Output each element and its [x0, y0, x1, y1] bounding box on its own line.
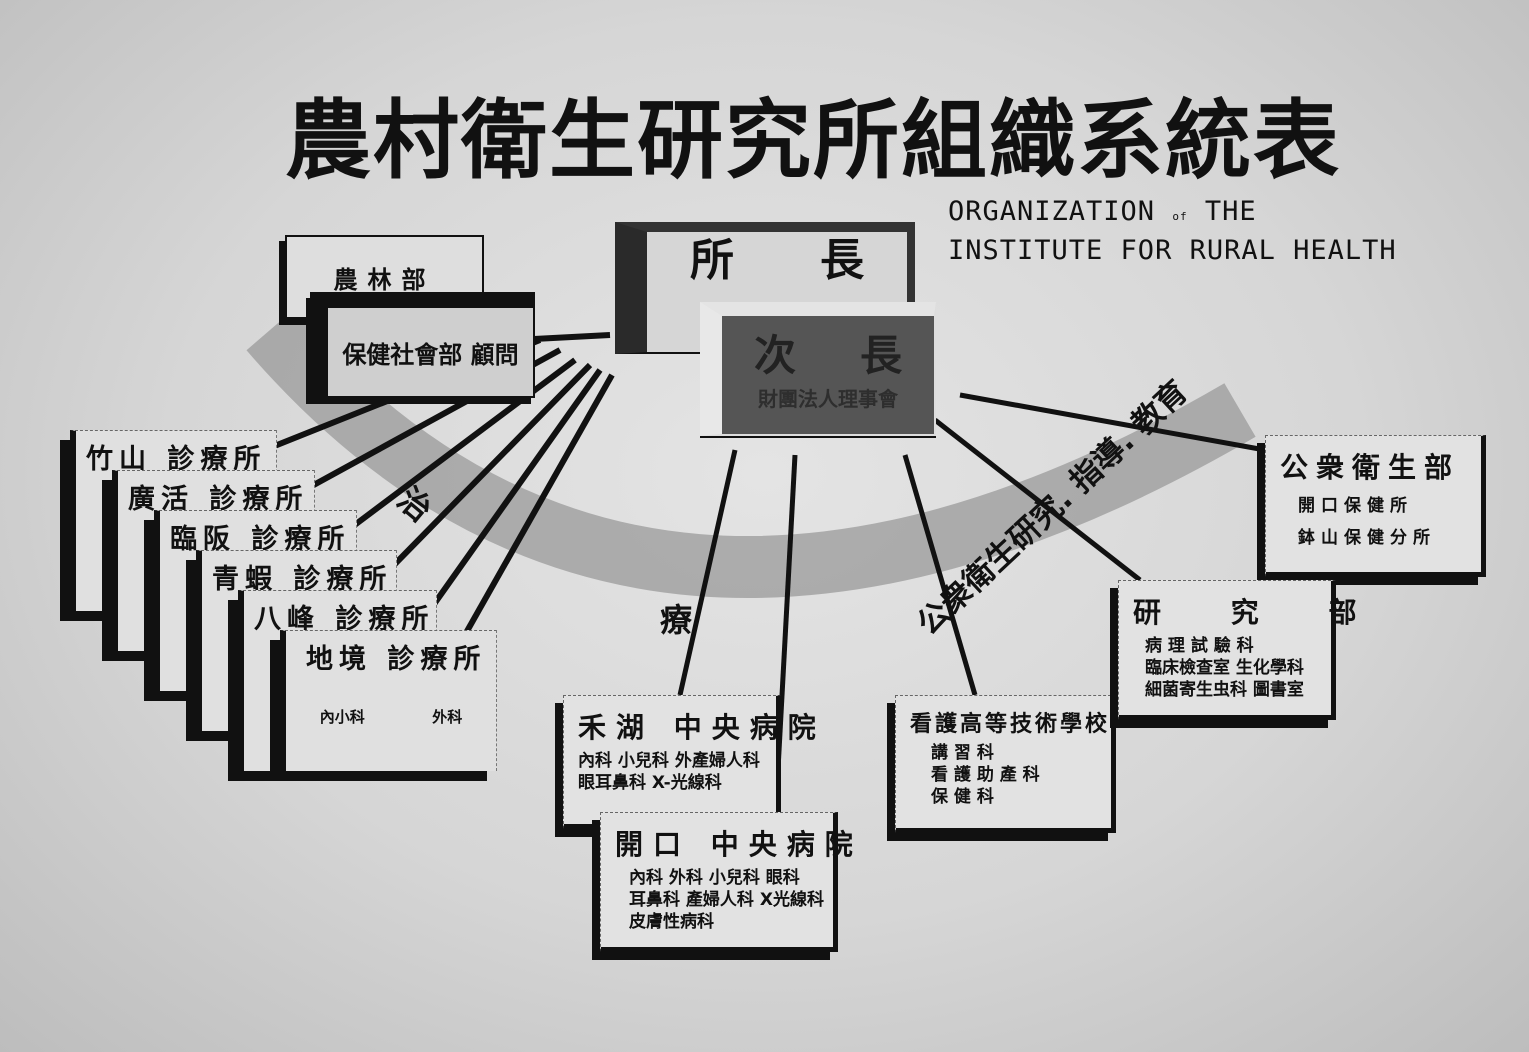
- box-label: 保健社會部 顧問: [342, 340, 519, 369]
- school-dept: 講 習 科: [931, 743, 994, 763]
- vice-director-label-right: 長: [859, 331, 902, 380]
- dept-name: 研 究 部: [1133, 596, 1387, 629]
- clinic-name: 臨阪 診療所: [170, 524, 351, 555]
- subtitle-word: THE: [1204, 196, 1257, 227]
- clinic-name: 竹山 診療所: [86, 444, 267, 475]
- hospital-box: 禾湖 中央病院 內科 小兒科 外產婦人科 眼耳鼻科 X-光線科: [563, 695, 826, 829]
- dept-item: 病 理 試 驗 科: [1145, 636, 1254, 656]
- subtitle-line2: INSTITUTE FOR RURAL HEALTH: [948, 235, 1397, 266]
- hospital-dept: 皮膚性病科: [629, 912, 714, 932]
- school-dept: 看 護 助 產 科: [931, 765, 1040, 785]
- dept-item: 鉢山保健分所: [1298, 528, 1436, 548]
- dept-item: 細菌寄生虫科 圖書室: [1145, 680, 1304, 700]
- arc-band: [246, 309, 1256, 598]
- hospital-dept: 耳鼻科 產婦人科 X光線科: [629, 890, 824, 910]
- hospital-dept: 內科 小兒科 外產婦人科: [578, 751, 760, 771]
- school-dept: 保 健 科: [931, 787, 994, 807]
- subtitle-word: ORGANIZATION: [948, 196, 1156, 227]
- clinic-box: 地境 診療所 內小科 外科: [280, 630, 497, 771]
- hospital-box: 開口 中央病院 內科 外科 小兒科 眼科 耳鼻科 產婦人科 X光線科 皮膚性病科: [600, 812, 863, 952]
- hospital-dept: 眼耳鼻科 X-光線科: [578, 773, 722, 793]
- hospital-dept: 內科 外科 小兒科 眼科: [629, 868, 800, 888]
- hospital-name: 禾湖 中央病院: [578, 711, 826, 744]
- clinic-name: 廣活 診療所: [128, 484, 309, 515]
- board-of-directors-label: 財團法人理事會: [758, 387, 898, 411]
- clinic-name: 青蝦 診療所: [212, 564, 393, 595]
- clinic-dept: 外科: [432, 708, 463, 726]
- clinic-name: 八峰 診療所: [254, 604, 435, 635]
- clinic-name: 地境 診療所: [306, 644, 487, 675]
- vice-director-box: 次 長 財團法人理事會: [700, 302, 936, 436]
- chart-title: 農村衛生研究所組織系統表: [285, 91, 1341, 191]
- director-label-left: 所: [690, 235, 734, 286]
- box-label: 農林部: [333, 265, 436, 294]
- dept-item: 臨床檢查室 生化學科: [1145, 658, 1304, 678]
- research-dept-box: 研 究 部 病 理 試 驗 科 臨床檢查室 生化學科 細菌寄生虫科 圖書室: [1118, 580, 1387, 720]
- public-health-dept-box: 公衆衛生部 開口保健所 鉢山保健分所: [1265, 435, 1486, 577]
- nursing-school-box: 看護高等技術學校 講 習 科 看 護 助 產 科 保 健 科: [895, 695, 1116, 833]
- dept-name: 公衆衛生部: [1280, 451, 1461, 484]
- hospital-name: 開口 中央病院: [615, 828, 863, 861]
- dept-item: 開口保健所: [1298, 496, 1413, 516]
- health-ministry-advisor-box: 保健社會部 顧問: [310, 292, 535, 398]
- school-name: 看護高等技術學校: [910, 712, 1111, 737]
- clinic-dept: 內小科: [319, 708, 365, 726]
- director-label-right: 長: [820, 235, 864, 286]
- english-subtitle: ORGANIZATION of THE INSTITUTE FOR RURAL …: [948, 195, 1397, 268]
- arc-label-treatment-2: 療: [660, 601, 693, 639]
- vice-director-label-left: 次: [753, 331, 796, 380]
- subtitle-of: of: [1172, 210, 1188, 223]
